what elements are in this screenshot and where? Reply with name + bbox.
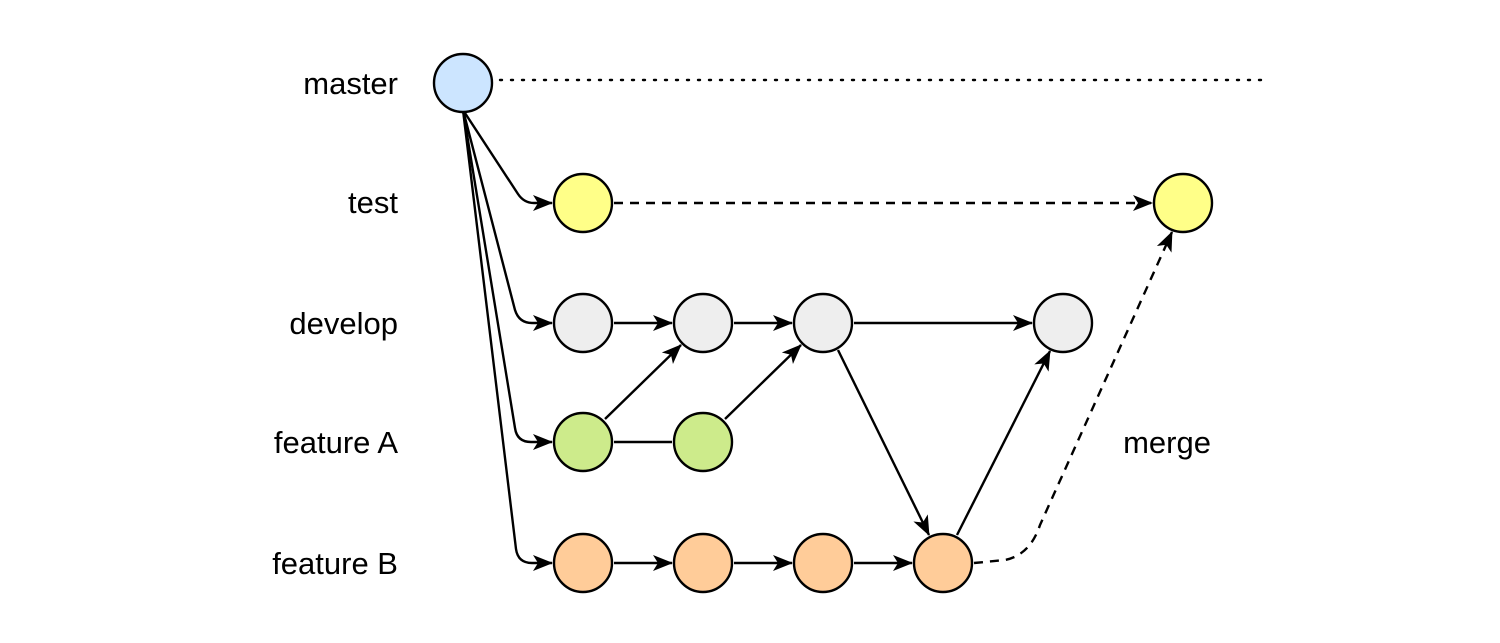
branch-label-feature-b: feature B: [272, 546, 398, 581]
edge-feature-a-1-to-develop-2: [604, 344, 682, 420]
branch-label-master: master: [303, 66, 398, 101]
branch-label-feature-a: feature A: [274, 425, 398, 460]
edge-develop-3-to-feature-b-4: [836, 349, 931, 536]
commit-node-develop-3: [792, 292, 854, 354]
merge-label: merge: [1123, 425, 1211, 460]
edge-master-to-feature-b: [461, 109, 553, 571]
edge-master-to-develop: [461, 109, 553, 331]
edge-feature-b-4-to-develop-4: [955, 350, 1052, 536]
commit-node-feature-a-1: [552, 411, 614, 473]
commit-node-feature-b-1: [552, 532, 614, 594]
commit-node-develop-4: [1032, 292, 1094, 354]
edge-master-to-test: [461, 109, 553, 211]
commit-node-master: [432, 52, 494, 114]
commit-node-develop-1: [552, 292, 614, 354]
edge-feature-a-2-to-develop-3: [724, 344, 802, 420]
branch-label-develop: develop: [289, 306, 398, 341]
edge-master-to-feature-a: [461, 109, 553, 450]
commit-node-feature-a-2: [672, 411, 734, 473]
commit-node-test-1: [552, 172, 614, 234]
commit-node-feature-b-3: [792, 532, 854, 594]
commit-node-feature-b-4: [912, 532, 974, 594]
commit-node-develop-2: [672, 292, 734, 354]
commit-node-feature-b-2: [672, 532, 734, 594]
commit-node-test-2: [1152, 172, 1214, 234]
edge-merge-feature-b-to-test: [973, 231, 1174, 565]
branch-label-test: test: [348, 185, 398, 220]
